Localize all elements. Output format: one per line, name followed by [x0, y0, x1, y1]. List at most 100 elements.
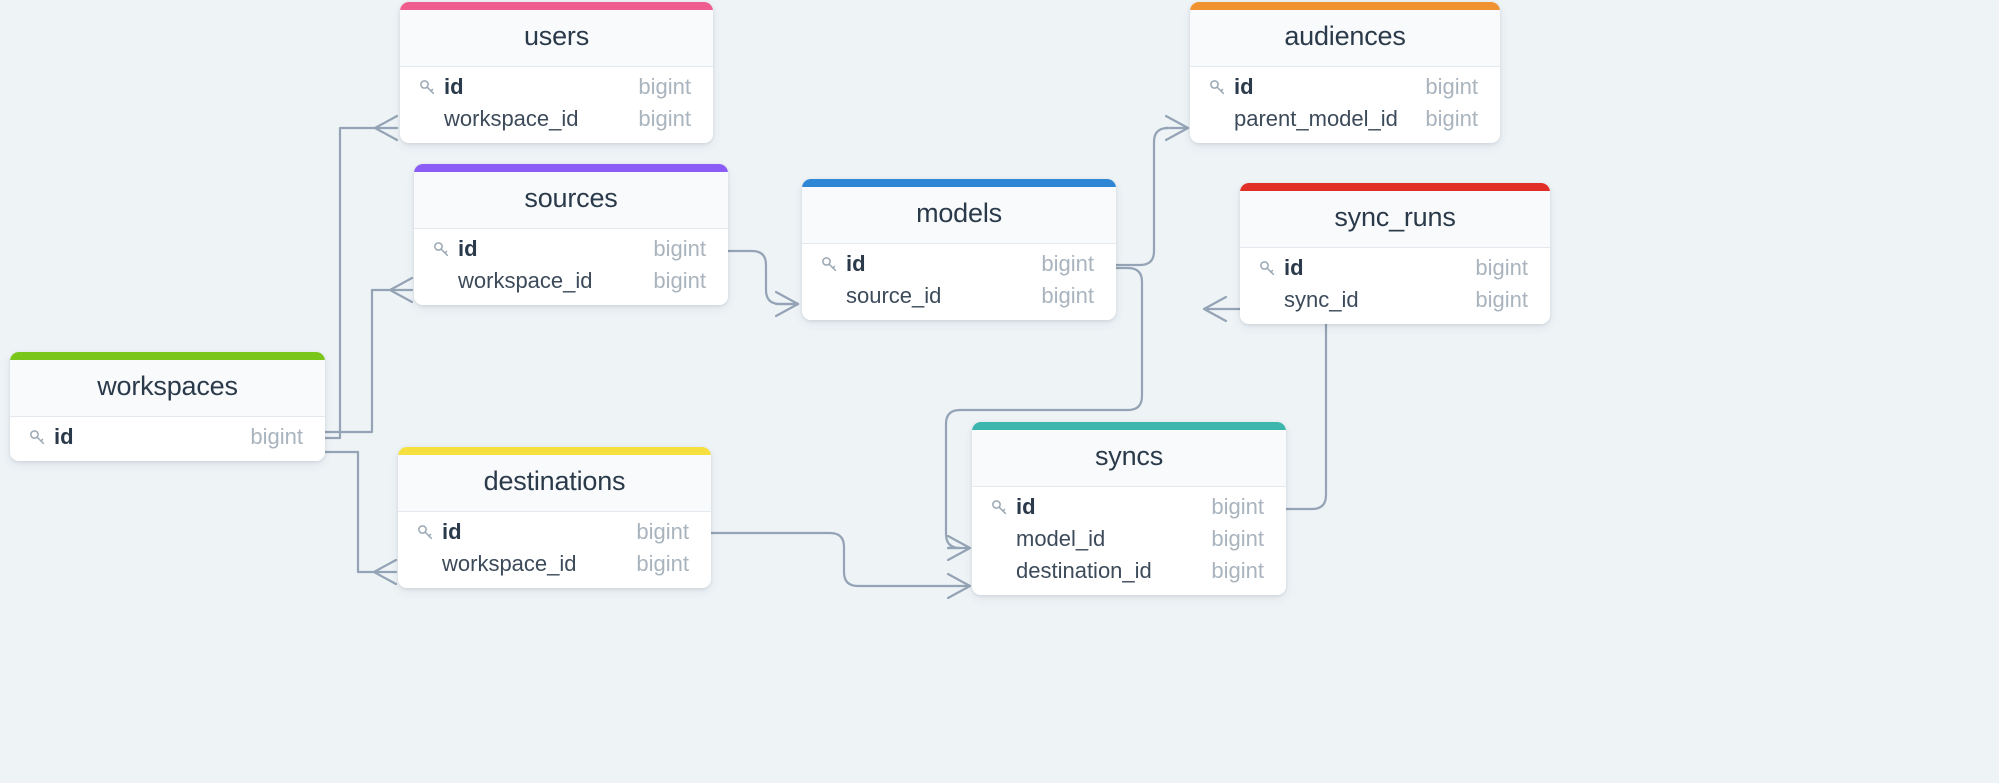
table-accent-bar-models [802, 179, 1116, 187]
table-columns: id bigint workspace_id bigint [400, 67, 713, 143]
column-name: id [846, 251, 866, 276]
table-accent-bar-sources [414, 164, 728, 172]
column-row-sync_runs-id[interactable]: id bigint [1240, 252, 1550, 284]
table-node-models[interactable]: models id bigint source_id [802, 179, 1116, 320]
table-columns: id bigint sync_id bigint [1240, 248, 1550, 324]
column-name-group: workspace_id [416, 551, 610, 577]
table-node-audiences[interactable]: audiences id bigint parent_mode [1190, 2, 1500, 143]
column-name-group: id [1258, 255, 1449, 281]
column-row-sources-workspace_id[interactable]: workspace_id bigint [414, 265, 728, 297]
column-name: workspace_id [458, 268, 593, 293]
column-row-workspaces-id[interactable]: id bigint [10, 421, 325, 453]
column-row-syncs-id[interactable]: id bigint [972, 491, 1286, 523]
table-node-workspaces[interactable]: workspaces id bigint [10, 352, 325, 461]
column-type: bigint [636, 551, 689, 576]
table-title-syncs: syncs [972, 430, 1286, 487]
table-title-workspaces: workspaces [10, 360, 325, 417]
key-icon [990, 498, 1009, 517]
column-name-group: sync_id [1258, 287, 1449, 313]
column-row-syncs-destination_id[interactable]: destination_id bigint [972, 555, 1286, 587]
column-name: workspace_id [444, 106, 579, 131]
table-columns: id bigint workspace_id bigint [414, 229, 728, 305]
key-icon [1208, 78, 1227, 97]
crowfoot-sources [388, 276, 414, 304]
column-name: model_id [1016, 526, 1106, 551]
column-row-syncs-model_id[interactable]: model_id bigint [972, 523, 1286, 555]
column-type: bigint [638, 106, 691, 131]
column-name-group: id [432, 236, 627, 262]
column-type: bigint [1211, 526, 1264, 551]
table-accent-bar-workspaces [10, 352, 325, 360]
column-name: id [1284, 255, 1304, 280]
table-node-sync_runs[interactable]: sync_runs id bigint sync_id [1240, 183, 1550, 324]
table-columns: id bigint [10, 417, 325, 461]
table-node-users[interactable]: users id bigint workspace_id [400, 2, 713, 143]
table-accent-bar-users [400, 2, 713, 10]
column-type: bigint [653, 236, 706, 261]
column-name: id [1234, 74, 1254, 99]
column-name-group: id [820, 251, 1015, 277]
crowfoot-destinations [372, 558, 398, 586]
table-node-destinations[interactable]: destinations id bigint workspac [398, 447, 711, 588]
table-node-sources[interactable]: sources id bigint workspace_id [414, 164, 728, 305]
edge-sources-models [726, 249, 800, 306]
column-name-group: id [28, 424, 224, 450]
column-name-group: workspace_id [432, 268, 627, 294]
table-columns: id bigint source_id bigint [802, 244, 1116, 320]
column-type: bigint [1041, 251, 1094, 276]
edge-workspaces-sources [323, 288, 392, 434]
column-type: bigint [1425, 74, 1478, 99]
column-row-audiences-parent_model_id[interactable]: parent_model_id bigint [1190, 103, 1500, 135]
crowfoot-sync_runs [1202, 295, 1228, 323]
table-title-users: users [400, 10, 713, 67]
table-title-sources: sources [414, 172, 728, 229]
edge-workspaces-users [323, 126, 377, 440]
column-name-group: parent_model_id [1208, 106, 1399, 132]
column-row-models-id[interactable]: id bigint [802, 248, 1116, 280]
column-row-sync_runs-sync_id[interactable]: sync_id bigint [1240, 284, 1550, 316]
column-type: bigint [250, 424, 303, 449]
table-accent-bar-sync_runs [1240, 183, 1550, 191]
column-name-group: model_id [990, 526, 1185, 552]
column-name: parent_model_id [1234, 106, 1398, 131]
column-type: bigint [636, 519, 689, 544]
table-node-syncs[interactable]: syncs id bigint model_id [972, 422, 1286, 595]
column-name-group: id [1208, 74, 1399, 100]
edge-destinations-syncs [709, 531, 950, 588]
column-type: bigint [1041, 283, 1094, 308]
column-name: id [444, 74, 464, 99]
crowfoot-audiences [1164, 114, 1190, 142]
key-icon [1258, 259, 1277, 278]
column-row-destinations-id[interactable]: id bigint [398, 516, 711, 548]
column-row-destinations-workspace_id[interactable]: workspace_id bigint [398, 548, 711, 580]
edge-models-audiences [1114, 126, 1170, 267]
crowfoot-users [373, 114, 399, 142]
column-name: id [442, 519, 462, 544]
key-icon [432, 240, 451, 259]
column-row-users-workspace_id[interactable]: workspace_id bigint [400, 103, 713, 135]
key-icon [820, 255, 839, 274]
crowfoot-syncs-model [946, 534, 972, 562]
column-type: bigint [1425, 106, 1478, 131]
column-row-users-id[interactable]: id bigint [400, 71, 713, 103]
column-type: bigint [1211, 494, 1264, 519]
column-row-sources-id[interactable]: id bigint [414, 233, 728, 265]
column-name: id [1016, 494, 1036, 519]
key-icon [416, 523, 435, 542]
table-accent-bar-audiences [1190, 2, 1500, 10]
column-name-group: id [416, 519, 610, 545]
crowfoot-syncs-destination [946, 572, 972, 600]
column-name-group: id [990, 494, 1185, 520]
column-row-audiences-id[interactable]: id bigint [1190, 71, 1500, 103]
table-columns: id bigint workspace_id bigint [398, 512, 711, 588]
table-title-audiences: audiences [1190, 10, 1500, 67]
column-type: bigint [653, 268, 706, 293]
column-type: bigint [1475, 255, 1528, 280]
column-name-group: workspace_id [418, 106, 612, 132]
column-name: source_id [846, 283, 942, 308]
table-title-models: models [802, 187, 1116, 244]
column-name-group: source_id [820, 283, 1015, 309]
column-row-models-source_id[interactable]: source_id bigint [802, 280, 1116, 312]
column-name: sync_id [1284, 287, 1359, 312]
